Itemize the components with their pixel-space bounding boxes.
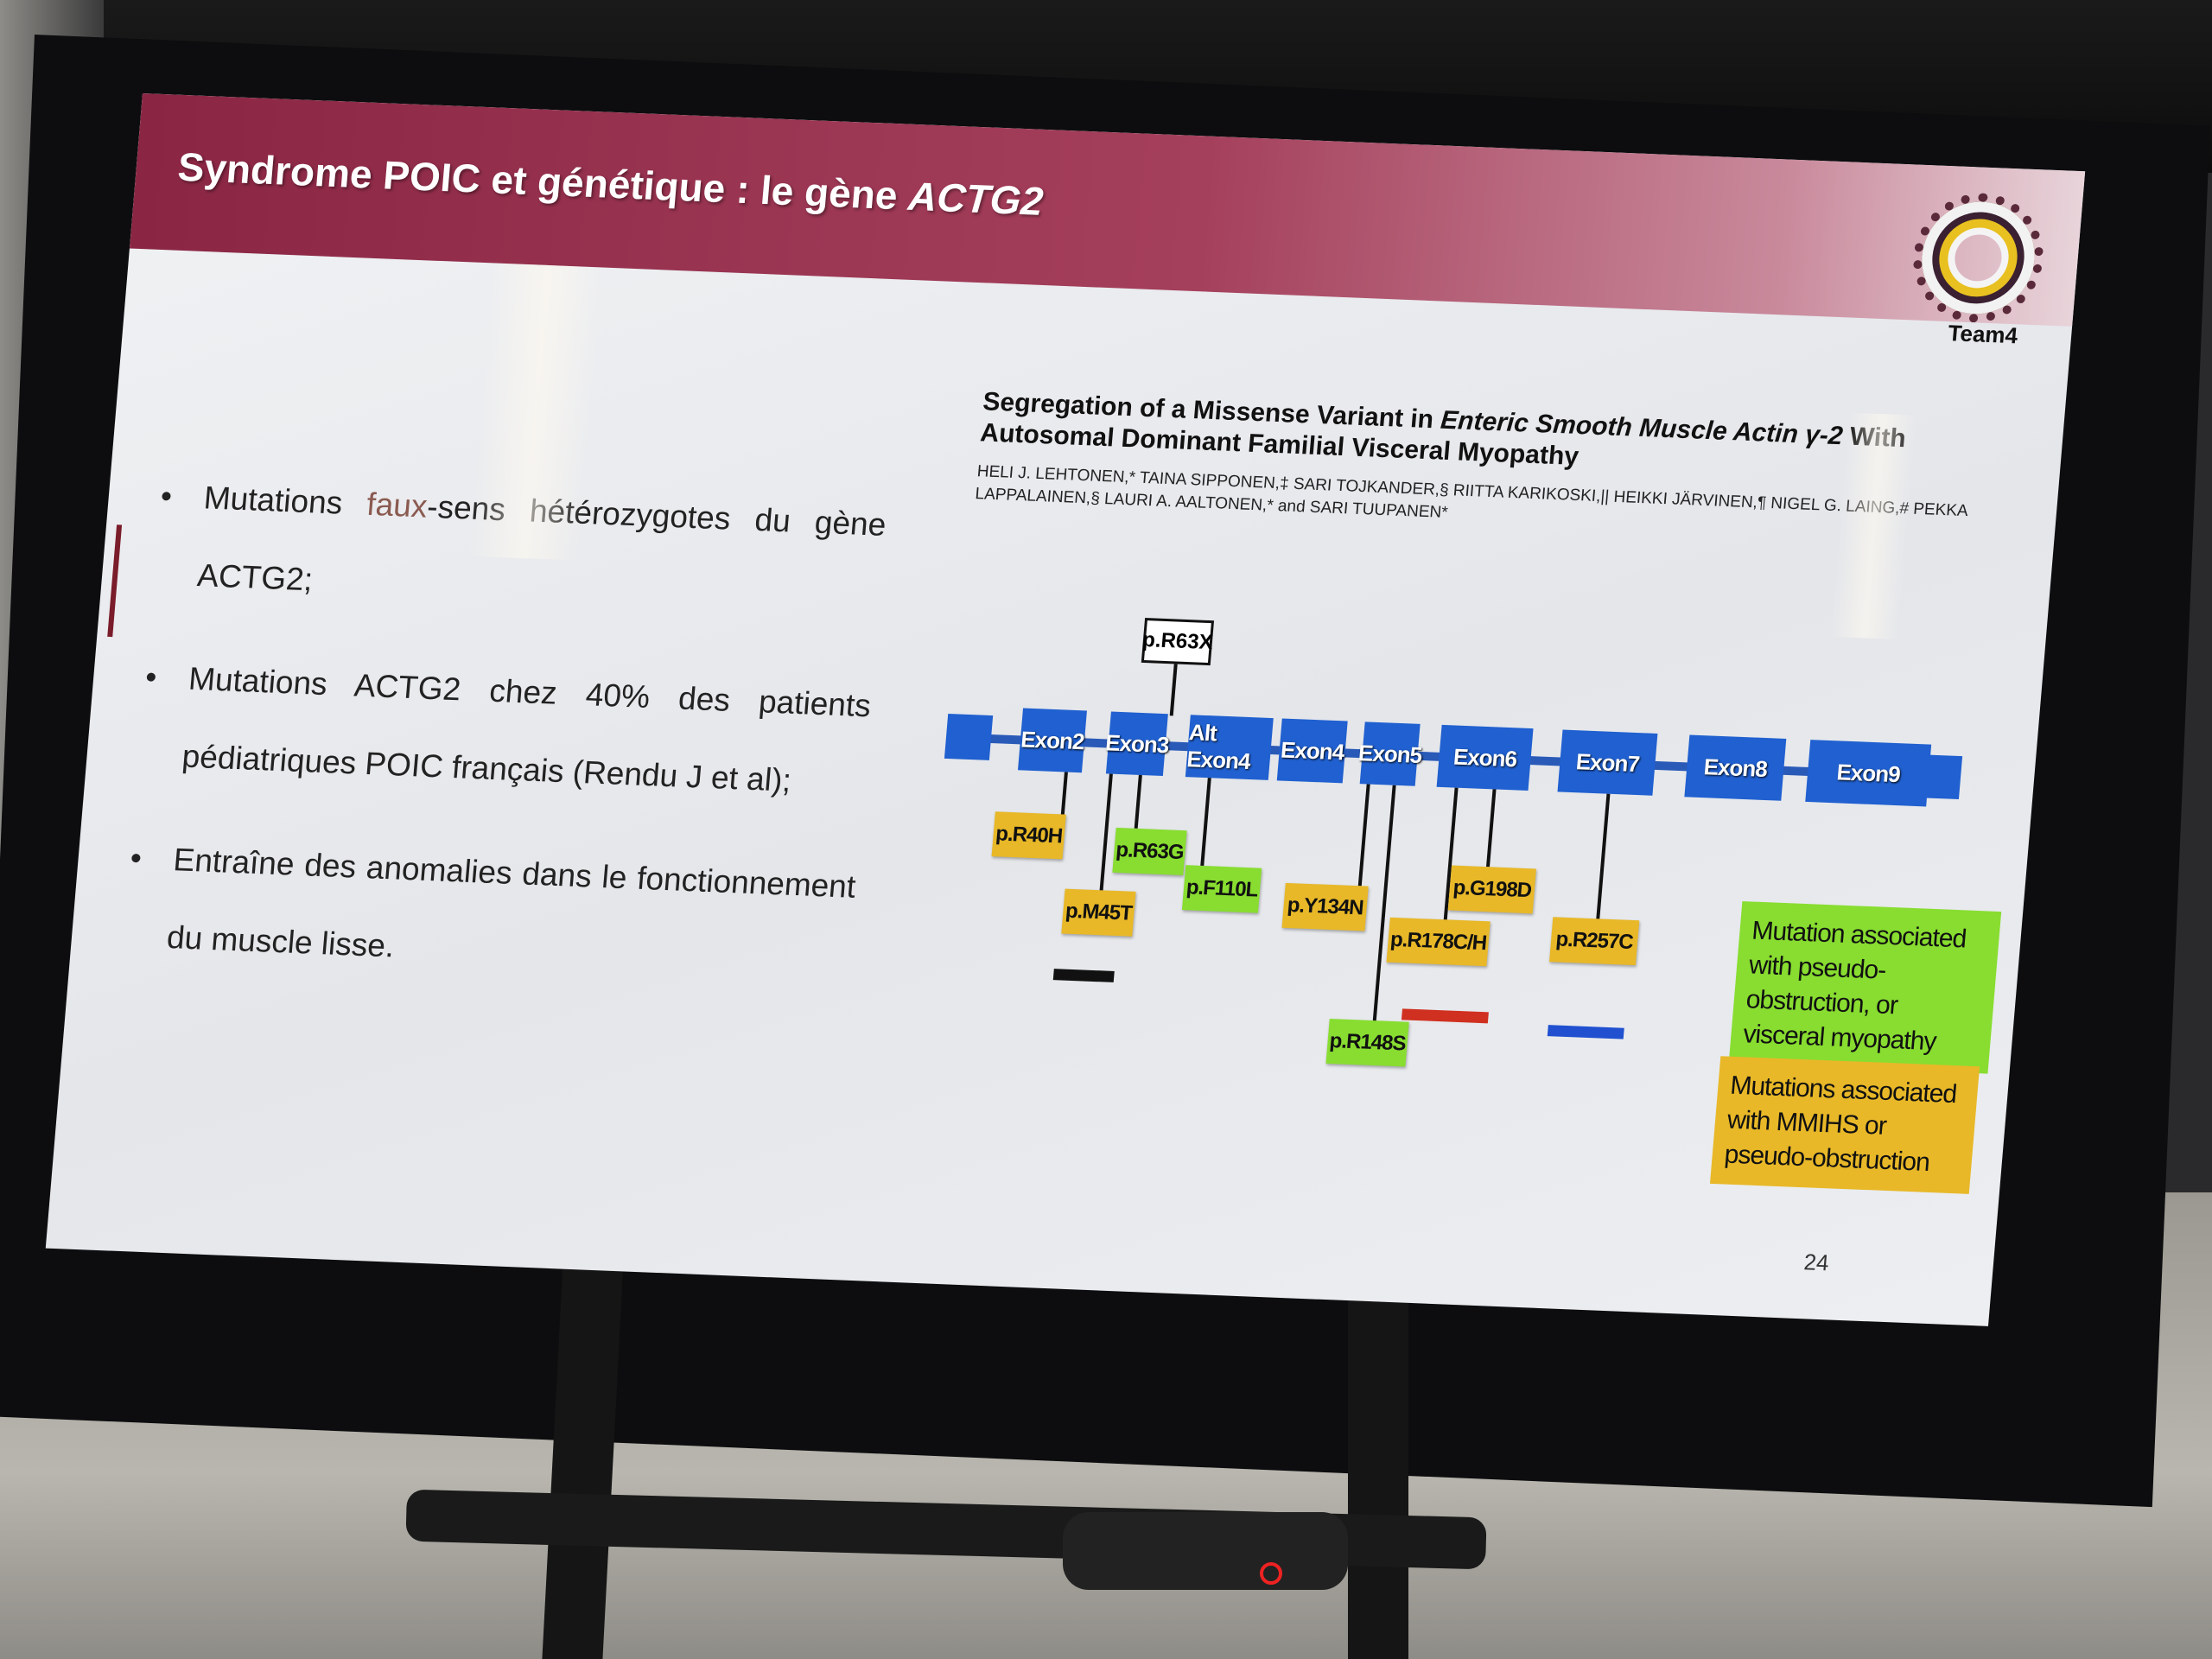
accent-bar [107,524,123,638]
connector-line [1200,778,1211,867]
presentation-slide: Syndrome POIC et génétique : le gène ACT… [45,93,2086,1326]
mutation-box: p.R63G [1112,827,1187,876]
mutation-box: p.R178C/H [1386,917,1491,967]
mutation-box: p.F110L [1181,865,1262,913]
exon-9: Exon9 [1805,740,1932,807]
bullet-item: Entraîne des anomalies dans le fonctionn… [121,819,859,1003]
exon-9-tail [1919,754,1963,800]
connector-line [1372,785,1396,1022]
slide-title: Syndrome POIC et génétique : le gène ACT… [175,143,1046,224]
nonsense-mutation-box: p.R63X [1141,618,1215,666]
connector-line [1099,773,1113,892]
connector-line [1357,784,1370,887]
mutation-box: p.Y134N [1281,882,1369,931]
power-icon [1260,1562,1282,1585]
stand-leg-right [1348,1296,1408,1659]
blue-bar [1547,1025,1624,1039]
page-number: 24 [1802,1249,1830,1276]
alt-exon-4: Alt Exon4 [1185,715,1274,780]
exon-3: Exon3 [1104,711,1170,777]
media-device [1063,1512,1348,1590]
logo-label: Team4 [1947,320,2019,349]
mutation-box: p.R148S [1325,1018,1409,1067]
exon-4: Exon4 [1276,718,1348,784]
exon-6: Exon6 [1436,724,1534,791]
legend-mmihs: Mutations associated with MMIHS or pseud… [1709,1056,1980,1194]
bullet-item: Mutations ACTG2 chez 40% des patients pé… [136,639,874,823]
red-bar [1401,1008,1489,1024]
legend-visceral: Mutation associated with pseudo-obstruct… [1728,901,2002,1074]
connector-line [1134,774,1142,829]
exon-7: Exon7 [1557,729,1658,796]
mutation-box: p.R40H [991,811,1066,860]
mutation-box: p.M45T [1061,888,1136,937]
exon-8: Exon8 [1684,734,1787,801]
exon-2: Exon2 [1017,708,1087,773]
gene-diagram: p.R63X Exon2 Exon3 Alt Exon4 Exon4 Exon5… [905,610,2036,1274]
connector-line [1486,789,1497,868]
mutation-box: p.R257C [1548,917,1640,966]
connector-line [1596,793,1611,920]
exon-1 [944,713,994,760]
connector-line [1060,772,1068,816]
exon-5: Exon5 [1357,721,1422,786]
mutation-box: p.G198D [1447,865,1536,914]
black-bar [1052,969,1115,982]
connector-line [1169,664,1178,716]
